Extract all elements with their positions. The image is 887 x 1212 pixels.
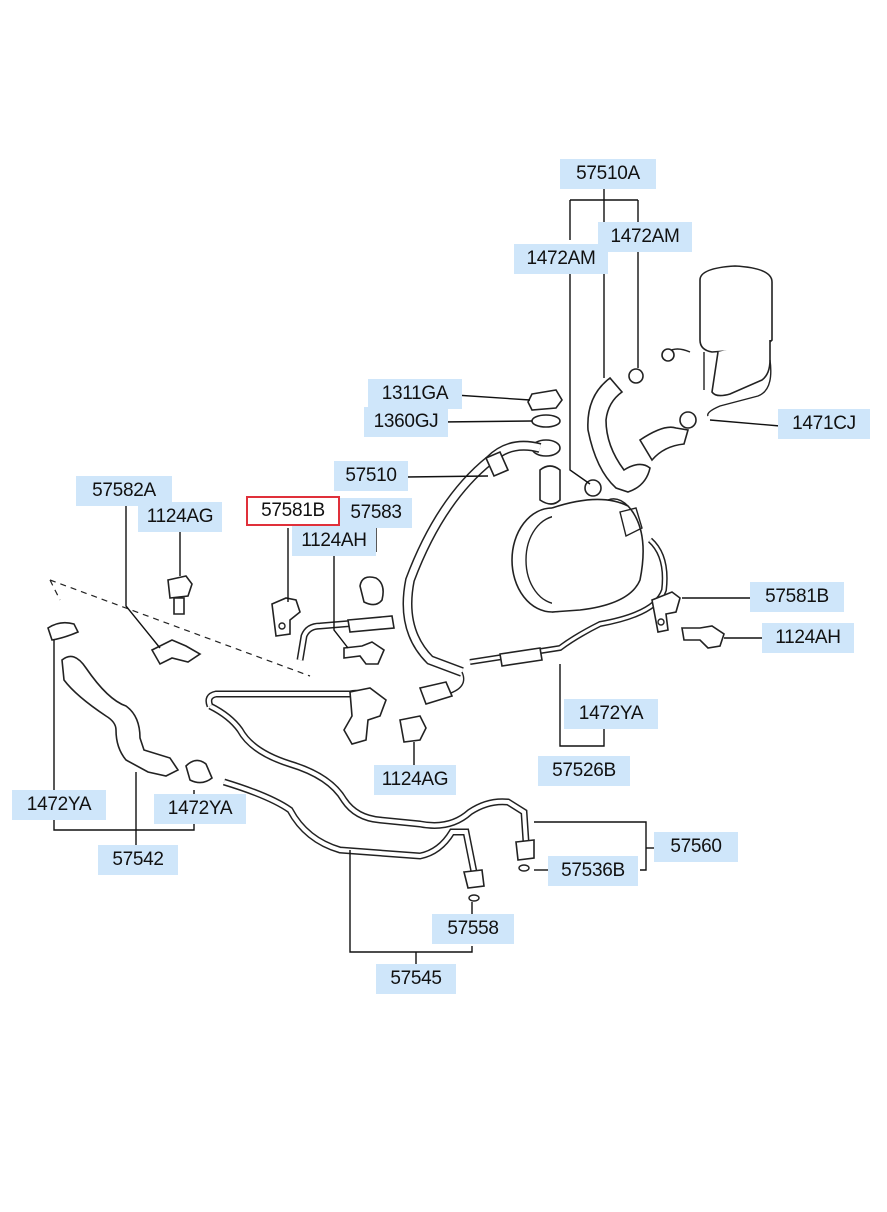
hose-57542 <box>47 621 213 784</box>
label-1472AM-right[interactable]: 1472AM <box>598 222 692 252</box>
small-tube <box>296 576 395 665</box>
pressure-hose <box>402 440 542 705</box>
label-1124AH-left[interactable]: 1124AH <box>292 526 376 556</box>
bolt-top <box>167 575 193 615</box>
left-bracket <box>271 597 301 637</box>
label-57526B[interactable]: 57526B <box>538 756 630 786</box>
tube-57545 <box>222 778 485 902</box>
label-1311GA[interactable]: 1311GA <box>368 379 462 409</box>
label-57581B-right[interactable]: 57581B <box>750 582 844 612</box>
label-57581B-selected[interactable]: 57581B <box>246 496 340 526</box>
leader-lines <box>53 188 781 966</box>
label-1471CJ[interactable]: 1471CJ <box>778 409 870 439</box>
reservoir-tank <box>661 265 773 417</box>
return-tube <box>469 537 668 667</box>
label-57510[interactable]: 57510 <box>334 461 408 491</box>
label-1124AH-right[interactable]: 1124AH <box>762 623 854 653</box>
label-1472YA-center[interactable]: 1472YA <box>154 794 246 824</box>
suction-hose <box>584 368 697 497</box>
label-1124AG-bottom[interactable]: 1124AG <box>374 765 456 795</box>
power-steering-pump <box>511 465 644 613</box>
label-57536B[interactable]: 57536B <box>548 856 638 886</box>
clamp <box>150 639 202 666</box>
tube-57560 <box>205 687 535 872</box>
label-57582A[interactable]: 57582A <box>76 476 172 506</box>
right-bracket <box>651 591 725 649</box>
label-1360GJ[interactable]: 1360GJ <box>364 407 448 437</box>
label-1472YA-left[interactable]: 1472YA <box>12 790 106 820</box>
label-57542[interactable]: 57542 <box>98 845 178 875</box>
label-1124AG-top[interactable]: 1124AG <box>138 502 222 532</box>
dashed-leader <box>49 579 311 677</box>
label-57510A[interactable]: 57510A <box>560 159 656 189</box>
label-57583[interactable]: 57583 <box>340 498 412 528</box>
label-57545[interactable]: 57545 <box>376 964 456 994</box>
label-57560[interactable]: 57560 <box>654 832 738 862</box>
label-1472YA-middle[interactable]: 1472YA <box>564 699 658 729</box>
label-1472AM-left[interactable]: 1472AM <box>514 244 608 274</box>
label-57558[interactable]: 57558 <box>432 914 514 944</box>
